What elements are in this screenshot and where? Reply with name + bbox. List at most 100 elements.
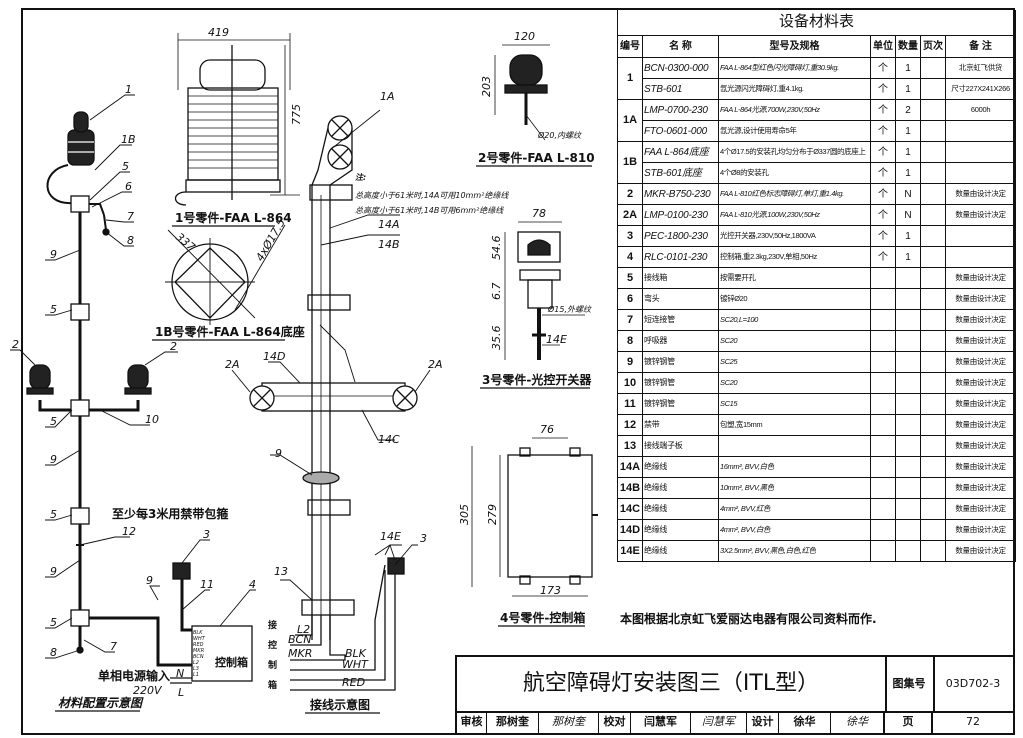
part3-dim-2: 6.7 (490, 283, 503, 301)
part4-top-dim: 76 (540, 423, 554, 436)
item-number: 10 (617, 372, 643, 394)
wire-wht: WHT (342, 658, 369, 671)
callout-7: 7 (127, 210, 134, 223)
item-number: 2A (617, 204, 643, 226)
voltage-label: 220V (133, 684, 163, 697)
item-page (920, 477, 946, 499)
terminal-bcn: BCN (288, 633, 311, 646)
item-spec: 按需要开孔 (718, 267, 871, 289)
item-spec: FAA L-810红色标志障碍灯,单灯,重1.4kg. (718, 183, 871, 205)
item-note: 数量由设计决定 (944, 393, 1017, 415)
callout-14a: 14A (378, 218, 400, 231)
item-note (944, 120, 1017, 142)
part1-lamp-drawing (174, 33, 300, 206)
item-unit (870, 477, 896, 499)
wiring-diagram-caption: 接线示意图 (310, 697, 370, 712)
layout-diagram-caption: 材料配置示意图 (58, 696, 144, 710)
callout-1: 1 (125, 83, 132, 96)
item-page (920, 330, 946, 352)
item-spec: 镀锌Ø20 (718, 288, 871, 310)
callout-1b: 1B (121, 133, 136, 146)
item-spec: FAA L-864光源,700W,230V,50Hz (718, 99, 871, 121)
item-number: 9 (617, 351, 643, 373)
callout-2a: 2A (428, 358, 443, 371)
note-1: 总高度小于61米时,14A可用10mm²绝缘线 (355, 191, 509, 200)
part3-width-dim: 78 (532, 207, 546, 220)
item-page (920, 435, 946, 457)
item-unit: 个 (870, 120, 896, 142)
callout-9: 9 (146, 574, 153, 587)
item-unit (870, 309, 896, 331)
item-page (920, 351, 946, 373)
item-number: 1 (617, 57, 643, 100)
item-quantity: N (895, 183, 921, 205)
item-number: 14A (617, 456, 643, 478)
item-spec: 氙光源,设计使用寿命5年 (718, 120, 871, 142)
item-name: 呼吸器 (642, 330, 719, 352)
item-note: 尺寸227X241X266 (944, 78, 1017, 100)
item-quantity (895, 477, 921, 499)
item-number: 6 (617, 288, 643, 310)
part4-caption: 4号零件-控制箱 (500, 610, 585, 625)
terminal-label: L2 (193, 660, 199, 666)
wiring-diagram (231, 109, 431, 691)
terminal-label: WHT (193, 636, 206, 642)
item-spec: SC25 (718, 351, 871, 373)
item-number: 8 (617, 330, 643, 352)
item-note: 数量由设计决定 (944, 288, 1017, 310)
item-quantity: N (895, 204, 921, 226)
item-name: 绝缘线 (642, 477, 719, 499)
drawing-title: 航空障碍灯安装图三（ITL型） (457, 657, 887, 711)
item-page (920, 141, 946, 163)
item-spec: SC20,L=100 (718, 309, 871, 331)
reviewer-name: 那树奎 (487, 711, 539, 733)
item-number: 4 (617, 246, 643, 268)
callout-5: 5 (122, 160, 129, 173)
item-note: 北京虹飞供货 (944, 57, 1017, 79)
item-unit (870, 414, 896, 436)
designer-signature: 徐华 (831, 711, 885, 733)
item-quantity: 1 (895, 225, 921, 247)
item-note: 数量由设计决定 (944, 477, 1017, 499)
note-title: 注: (355, 173, 366, 182)
callout-2: 2 (12, 338, 19, 351)
part4-control-box-drawing (471, 437, 598, 597)
callout-8: 8 (50, 646, 57, 659)
page-label: 页 (885, 711, 933, 733)
title-block: 航空障碍灯安装图三（ITL型） 图集号 03D702-3 审核 那树奎 那树奎 … (455, 655, 1015, 735)
obstruction-light-l864 (46, 111, 95, 205)
item-spec (718, 435, 871, 457)
item-spec: 4mm², BVV,红色 (718, 498, 871, 520)
col-header: 备 注 (944, 35, 1017, 58)
callout-14d: 14D (263, 350, 285, 363)
atlas-label: 图集号 (885, 657, 935, 711)
callout-2a: 2A (225, 358, 240, 371)
item-page (920, 225, 946, 247)
l810-lights (26, 364, 152, 412)
item-spec: FAA L-810光源,100W,230V,50Hz (718, 204, 871, 226)
item-page (920, 456, 946, 478)
item-quantity (895, 288, 921, 310)
part4-height-dim: 305 (458, 504, 471, 525)
item-number: 1B (617, 141, 643, 184)
item-unit: 个 (870, 57, 896, 79)
item-number: 1A (617, 99, 643, 142)
item-name: 镀锌钢管 (642, 372, 719, 394)
to-box-char: 制 (268, 659, 277, 671)
part4-bottom-dim: 173 (540, 584, 561, 597)
item-page (920, 519, 946, 541)
neutral-label: N (176, 667, 184, 680)
